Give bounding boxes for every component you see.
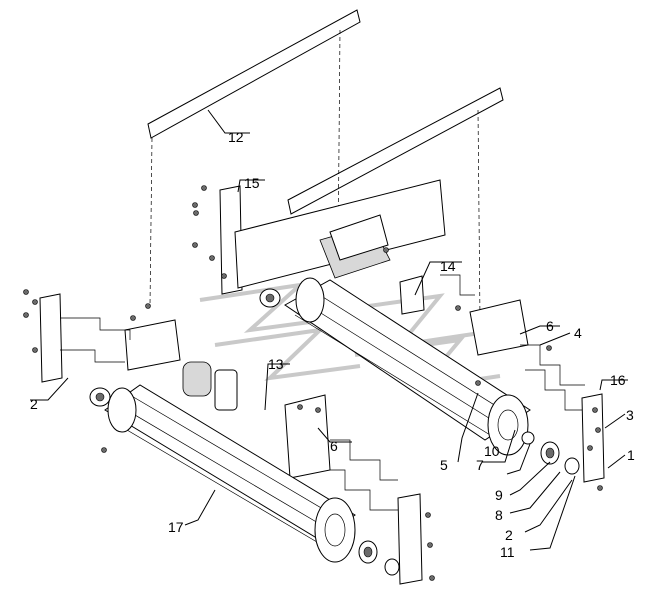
callout-11: 11 bbox=[500, 544, 515, 560]
rear-roller bbox=[284, 277, 580, 475]
callout-4: 4 bbox=[574, 325, 582, 341]
callout-9: 9 bbox=[495, 487, 503, 503]
step-guides bbox=[60, 274, 585, 511]
callout-12: 12 bbox=[228, 129, 244, 145]
scraper-bar-upper bbox=[147, 9, 504, 321]
callout-2-right: 2 bbox=[505, 527, 513, 543]
leader-lines bbox=[30, 109, 628, 551]
callout-3: 3 bbox=[626, 407, 634, 423]
end-plate-right bbox=[581, 393, 605, 483]
callout-5: 5 bbox=[440, 457, 448, 473]
front-roller bbox=[104, 384, 400, 576]
callout-10: 10 bbox=[484, 443, 500, 459]
callout-15: 15 bbox=[244, 175, 260, 191]
callout-6-lower: 6 bbox=[330, 438, 338, 454]
callout-16: 16 bbox=[610, 372, 626, 388]
callout-7: 7 bbox=[476, 457, 484, 473]
callout-labels: 12 15 14 6 4 13 2 6 5 7 10 16 3 1 9 8 2 … bbox=[30, 129, 635, 560]
bolts bbox=[23, 185, 603, 581]
callout-1: 1 bbox=[627, 447, 635, 463]
rear-frame-assembly bbox=[219, 179, 529, 356]
callout-17: 17 bbox=[168, 519, 184, 535]
front-frame-assembly bbox=[39, 288, 423, 585]
callout-6-upper: 6 bbox=[546, 318, 554, 334]
callout-14: 14 bbox=[440, 258, 456, 274]
callout-8: 8 bbox=[495, 507, 503, 523]
callout-2-left: 2 bbox=[30, 396, 38, 412]
callout-13: 13 bbox=[268, 356, 284, 372]
